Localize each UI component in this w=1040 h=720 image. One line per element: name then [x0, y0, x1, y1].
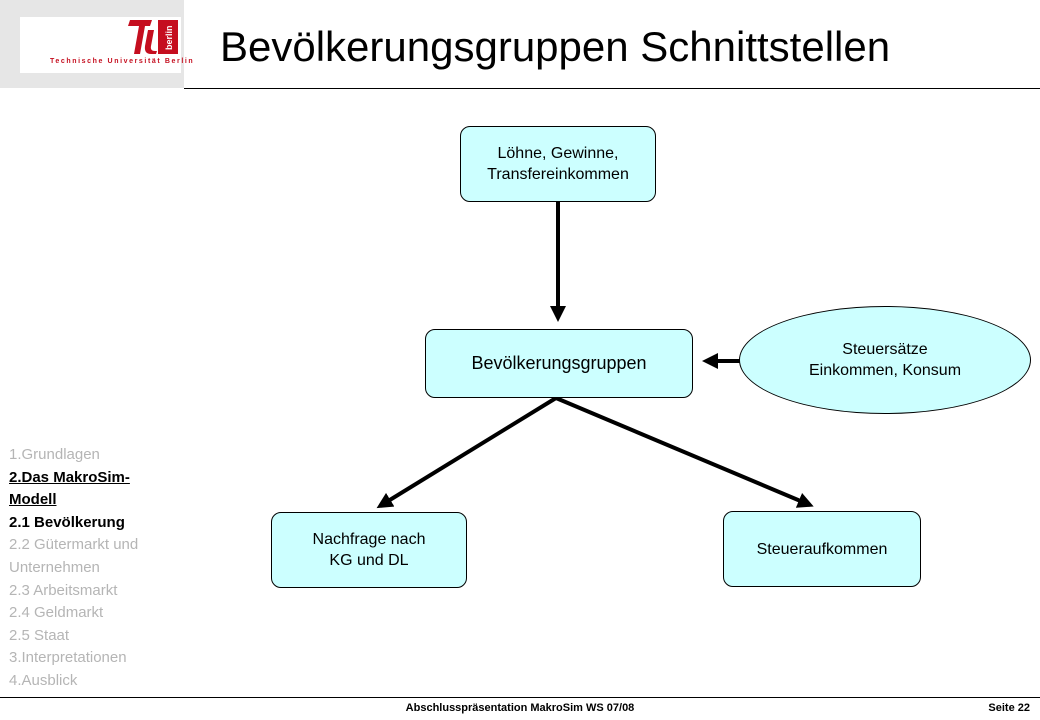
tu-berlin-logo-icon: berlin — [128, 20, 178, 54]
outline-item[interactable]: 2.5 Staat — [9, 626, 70, 644]
outline-item[interactable]: 2.2 Gütermarkt und — [9, 536, 139, 554]
outline-item[interactable]: Modell — [9, 491, 57, 509]
page-title: Bevölkerungsgruppen Schnittstellen — [220, 23, 891, 70]
logo-panel: berlin Technische Universität Berlin — [0, 0, 193, 88]
node-tax-revenue: Steueraufkommen — [723, 511, 921, 587]
outline-item[interactable]: Unternehmen — [9, 558, 100, 576]
logo-background — [20, 17, 181, 73]
outline-item[interactable]: 2.1 Bevölkerung — [9, 513, 125, 531]
logo-badge-text: berlin — [164, 25, 174, 50]
node-demand: Nachfrage nach KG und DL — [271, 512, 467, 588]
footer-divider — [0, 697, 1040, 698]
node-income: Löhne, Gewinne, Transfereinkommen — [460, 126, 656, 202]
footer-caption: Abschlusspräsentation MakroSim WS 07/08 — [405, 702, 635, 714]
node-population-groups: Bevölkerungsgruppen — [425, 329, 693, 398]
outline-item[interactable]: 1.Grundlagen — [9, 446, 100, 463]
outline-item[interactable]: 2.4 Geldmarkt — [9, 604, 104, 622]
outline-item[interactable]: 2.3 Arbeitsmarkt — [9, 581, 118, 599]
arrow-center-to-right — [555, 396, 814, 508]
node-tax-rates: Steuersätze Einkommen, Konsum — [739, 306, 1031, 414]
sidebar-outline: 1.Grundlagen 2.Das MakroSim- Modell 2.1 … — [9, 444, 179, 693]
page-number: Seite 22 — [988, 702, 1030, 714]
header-divider — [184, 88, 1040, 89]
arrow-center-to-left — [376, 396, 558, 509]
outline-item[interactable]: 2.Das MakroSim- — [9, 468, 130, 486]
logo-subtitle: Technische Universität Berlin — [50, 58, 195, 65]
outline-item[interactable]: 3.Interpretationen — [9, 649, 127, 667]
outline-item[interactable]: 4.Ausblick — [9, 671, 78, 689]
